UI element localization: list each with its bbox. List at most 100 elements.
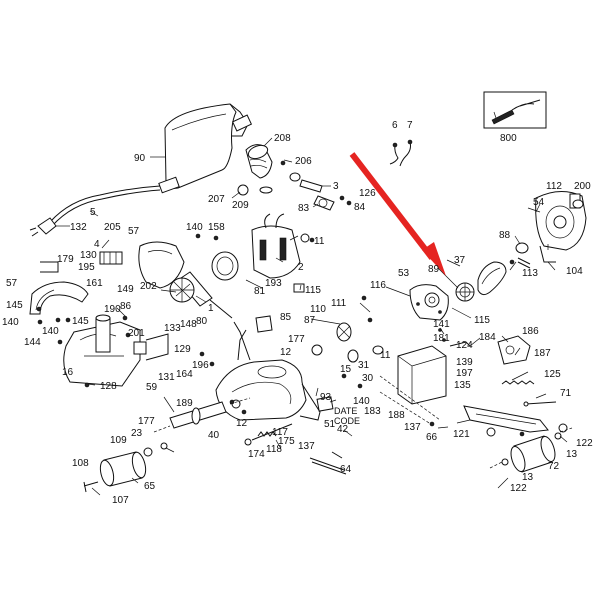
part-label-118: 118 xyxy=(266,444,282,455)
date-code-line1: DATE xyxy=(334,406,357,416)
left-roller-part xyxy=(83,442,168,493)
part-label-81: 81 xyxy=(254,286,266,297)
part-label-113: 113 xyxy=(522,268,538,279)
part-label-183: 183 xyxy=(364,406,381,417)
date-code-label: DATE CODE xyxy=(316,396,360,426)
platen-rod-part xyxy=(309,451,347,475)
part-label-59: 59 xyxy=(146,382,158,393)
part-label-37: 37 xyxy=(454,255,466,266)
brush-springs-part xyxy=(389,139,413,167)
part-label-145-b: 145 xyxy=(72,316,89,327)
part-label-800: 800 xyxy=(500,133,517,144)
part-label-5: 5 xyxy=(90,207,96,218)
part-label-195: 195 xyxy=(78,262,95,273)
part-label-4: 4 xyxy=(94,239,100,250)
part-label-84: 84 xyxy=(354,202,366,213)
part-label-181: 181 xyxy=(433,333,450,344)
part-label-51: 51 xyxy=(324,419,336,430)
part-label-135: 135 xyxy=(454,380,471,391)
part-label-131: 131 xyxy=(158,372,175,383)
part-label-107: 107 xyxy=(112,495,129,506)
part-label-187: 187 xyxy=(534,348,551,359)
part-label-121: 121 xyxy=(453,429,470,440)
part-label-202: 202 xyxy=(140,281,157,292)
dust-bag-part xyxy=(158,103,253,194)
part-label-12-a: 12 xyxy=(280,347,292,358)
field-coil-part xyxy=(251,213,310,279)
part-label-124: 124 xyxy=(456,340,473,351)
part-label-189: 189 xyxy=(176,398,193,409)
part-label-7: 7 xyxy=(407,120,413,131)
part-label-30: 30 xyxy=(362,373,374,384)
switch-handle-part xyxy=(40,241,185,289)
part-label-149: 149 xyxy=(117,284,134,295)
part-label-16: 16 xyxy=(62,367,74,378)
part-label-83: 83 xyxy=(298,203,310,214)
part-label-122-a: 122 xyxy=(576,438,593,449)
part-label-175: 175 xyxy=(278,436,295,447)
front-guard-part xyxy=(29,281,89,315)
armature-part xyxy=(169,251,239,319)
main-housing-part xyxy=(211,359,321,421)
part-label-132: 132 xyxy=(70,222,87,233)
part-label-206: 206 xyxy=(295,156,312,167)
part-label-2: 2 xyxy=(298,262,304,273)
part-label-53: 53 xyxy=(398,268,410,279)
part-label-57-b: 57 xyxy=(6,278,18,289)
part-label-140-b: 140 xyxy=(2,317,19,328)
spring-rod-part xyxy=(501,380,557,407)
gear-plate-part xyxy=(409,284,449,321)
part-label-164: 164 xyxy=(176,369,193,380)
part-label-11-a: 11 xyxy=(314,236,325,247)
part-label-117: 117 xyxy=(272,427,288,438)
pivot-bracket-part xyxy=(497,335,531,365)
accessory-part xyxy=(483,91,547,129)
part-label-140-d: 140 xyxy=(353,396,370,407)
part-label-12-b: 12 xyxy=(236,418,248,429)
part-label-71: 71 xyxy=(560,388,572,399)
part-label-137-b: 137 xyxy=(298,441,315,452)
part-label-115-b: 115 xyxy=(474,315,490,326)
part-label-128: 128 xyxy=(100,381,117,392)
part-label-64: 64 xyxy=(340,464,352,475)
part-label-201: 201 xyxy=(128,328,145,339)
part-label-85: 85 xyxy=(280,312,292,323)
part-label-126: 126 xyxy=(359,188,376,199)
part-label-54: 54 xyxy=(533,197,545,208)
part-label-57-a: 57 xyxy=(128,226,140,237)
part-label-11-b: 11 xyxy=(380,350,391,361)
part-label-184: 184 xyxy=(479,332,496,343)
part-label-109: 109 xyxy=(110,435,127,446)
part-label-207: 207 xyxy=(208,194,225,205)
part-label-209: 209 xyxy=(232,200,249,211)
part-label-110: 110 xyxy=(310,304,326,315)
part-label-186: 186 xyxy=(522,326,539,337)
part-label-177-b: 177 xyxy=(138,416,155,427)
part-label-88: 88 xyxy=(499,230,511,241)
part-label-93: 93 xyxy=(320,392,332,403)
part-label-174: 174 xyxy=(248,449,265,460)
part-label-89: 89 xyxy=(428,264,440,275)
part-label-196: 196 xyxy=(192,360,209,371)
part-label-15: 15 xyxy=(340,364,352,375)
part-number-labels: 90 208 6 7 800 206 3 126 207 209 83 84 1… xyxy=(2,120,593,506)
part-label-122-b: 122 xyxy=(510,483,527,494)
part-label-141: 141 xyxy=(433,319,450,330)
idler-gear-part xyxy=(311,322,384,363)
part-label-104: 104 xyxy=(566,266,583,277)
part-label-13-a: 13 xyxy=(566,449,578,460)
small-hardware-parts xyxy=(237,160,352,211)
part-label-86: 86 xyxy=(120,301,132,312)
part-label-140-c: 140 xyxy=(42,326,59,337)
part-label-65: 65 xyxy=(144,481,156,492)
part-label-108: 108 xyxy=(72,458,89,469)
misc-screws xyxy=(36,233,525,437)
part-label-111: 111 xyxy=(331,298,347,309)
part-label-193: 193 xyxy=(265,278,282,289)
highlight-arrow xyxy=(349,152,446,276)
part-label-90: 90 xyxy=(134,153,146,164)
part-label-133: 133 xyxy=(164,323,181,334)
switch-bracket-part xyxy=(233,283,305,361)
part-label-197: 197 xyxy=(456,368,473,379)
part-label-23: 23 xyxy=(131,428,143,439)
